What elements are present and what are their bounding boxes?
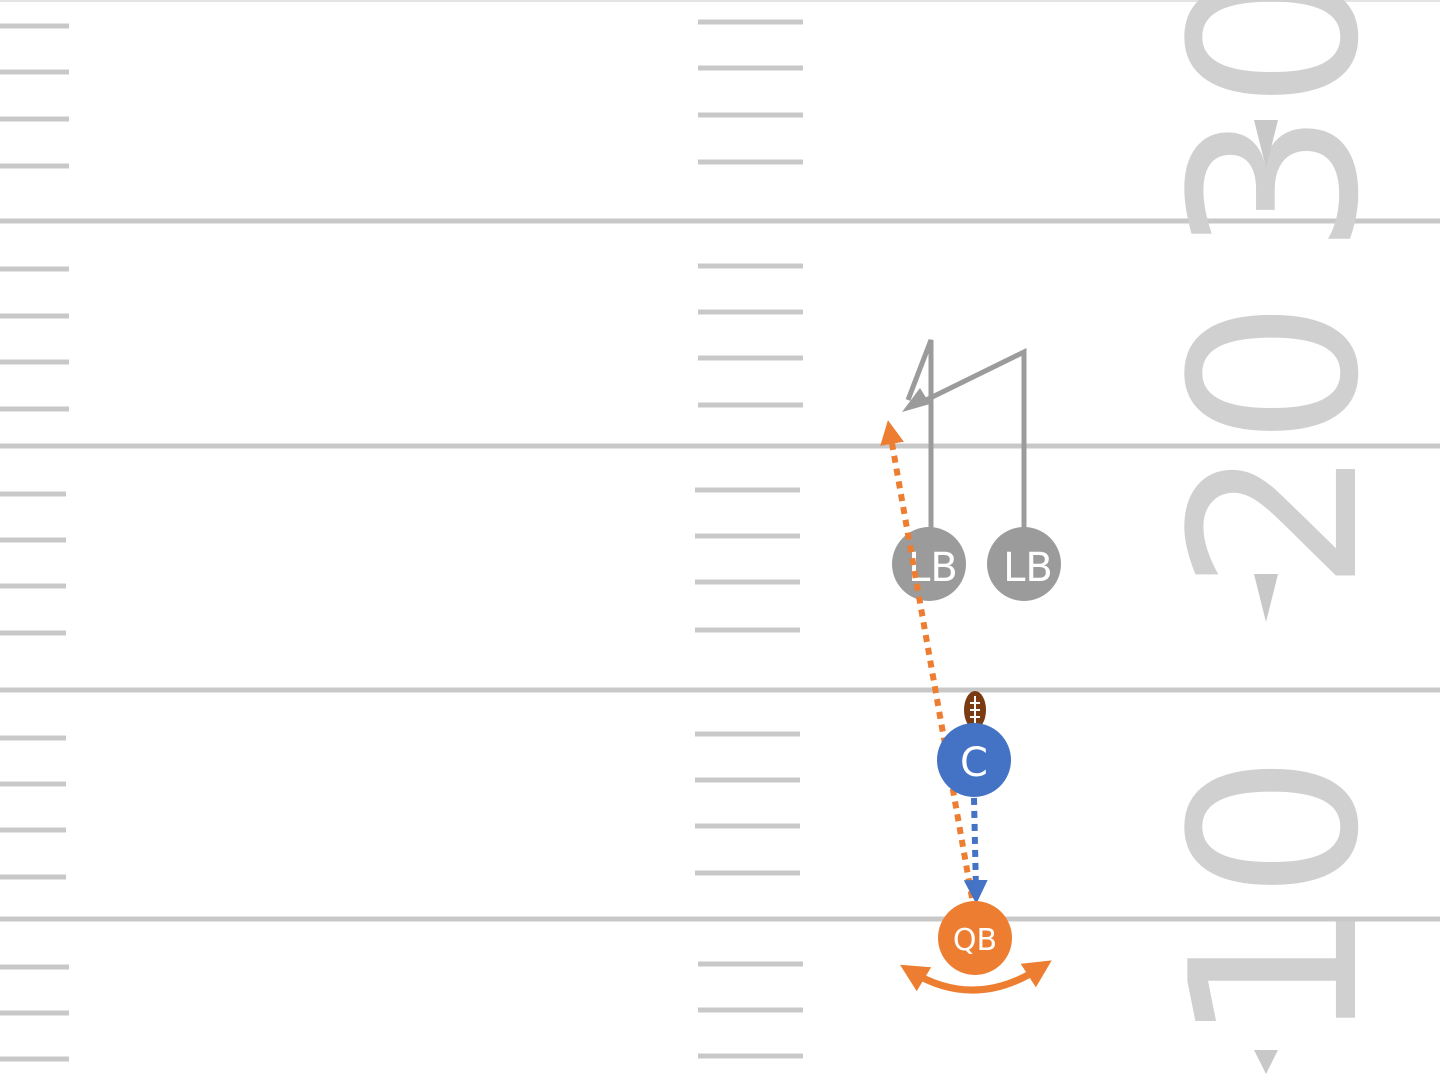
yard-numbers: 30 20 10 xyxy=(1143,0,1410,1074)
center-player: C xyxy=(937,723,1011,797)
sideline-hash-marks xyxy=(0,23,69,1062)
center-label: C xyxy=(960,740,988,786)
snap-route xyxy=(963,797,988,904)
inbound-hash-marks xyxy=(695,19,803,1059)
lb-right-label: LB xyxy=(1003,545,1053,591)
lb-left-label: LB xyxy=(908,545,958,591)
qb-circle xyxy=(938,901,1012,975)
linebacker-routes xyxy=(902,339,1027,560)
yard-lines xyxy=(0,218,1440,922)
football-icon xyxy=(964,691,986,729)
yard-direction-triangle xyxy=(1254,120,1278,168)
qb-label: QB xyxy=(953,923,997,958)
yard-number-10: 10 xyxy=(1143,754,1410,1047)
lb-route-arrowhead xyxy=(902,388,930,412)
yard-direction-triangle xyxy=(1254,574,1278,622)
lb-left-route xyxy=(905,339,934,560)
lb-right-route xyxy=(916,347,1027,560)
yard-number-20: 20 xyxy=(1143,300,1410,593)
quarterback-player: QB xyxy=(938,901,1012,975)
center-circle xyxy=(937,723,1011,797)
qb-pass-route xyxy=(880,420,975,899)
yard-number-30: 30 xyxy=(1143,0,1410,256)
lb-right-circle xyxy=(987,527,1061,601)
lb-right: LB xyxy=(987,527,1061,601)
qb-movement-arc xyxy=(900,960,1052,994)
lb-left: LB xyxy=(892,527,966,601)
yard-direction-triangle xyxy=(1254,1050,1278,1074)
